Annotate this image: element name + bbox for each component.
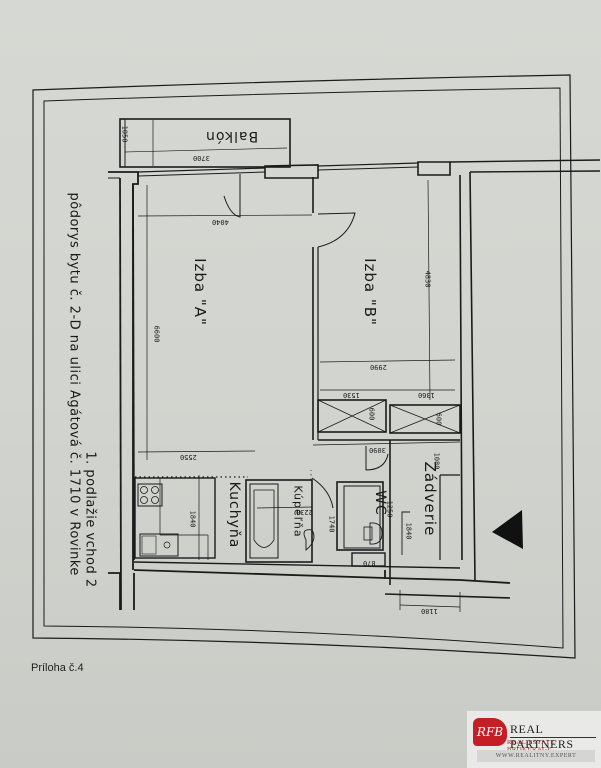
dim-room-b-length: 4830 [423,270,432,288]
dim-closet-depth-left: 600 [367,407,376,421]
room-label-balcony: Balkón [205,128,259,144]
company-website: WWW.REALITNY.EXPERT [477,750,595,762]
north-arrow-icon [492,510,523,549]
logo-mark-icon: RFB [473,718,507,746]
dim-balcony-width: 3700 [193,154,210,162]
dim-room-a-length: 6600 [152,325,161,343]
dim-room-a-width: 4040 [212,218,229,226]
room-label-b: Izba "B" [361,258,379,326]
plan-subtitle: 1. podlažie vchod 2 [82,451,98,588]
dim-bath-width: 2230 [296,508,313,516]
dim-hallway-depth: 1840 [404,522,413,540]
company-tagline: REAL ESTATE BROKERAGE [507,739,555,753]
dim-wc-niche: 870 [363,559,376,567]
dim-bath-depth: 1740 [327,515,336,533]
dim-closet-right: 1360 [418,391,435,399]
balcony-outline [119,118,291,168]
dim-hall-width: 3090 [369,446,386,454]
dim-wc-depth: 1250 [385,500,394,518]
room-label-kitchen: Kuchyňa [226,481,242,549]
realty-logo: RFB REAL PARTNERS REAL ESTATE BROKERAGE … [467,711,601,768]
dim-closet-left: 1530 [343,391,360,399]
logo-divider [510,737,596,738]
room-label-a: Izba "A" [191,258,209,326]
dim-closet-depth-right: 600 [434,412,443,426]
company-name: REAL PARTNERS [510,722,574,751]
dim-hall-depth: 1080 [432,452,441,470]
dim-balcony-depth: 1050 [120,125,129,143]
inner-frame [43,87,564,649]
attachment-label: Príloha č.4 [31,662,84,674]
dim-kitchen-width: 2550 [180,453,197,461]
dim-room-b-width: 2990 [370,363,387,371]
dim-kitchen-depth: 1840 [188,510,197,528]
plan-title: pôdorys bytu č. 2-D na ulici Agátová č. … [66,192,82,576]
outer-frame [32,74,576,659]
dim-entrance-width: 1180 [421,607,438,615]
